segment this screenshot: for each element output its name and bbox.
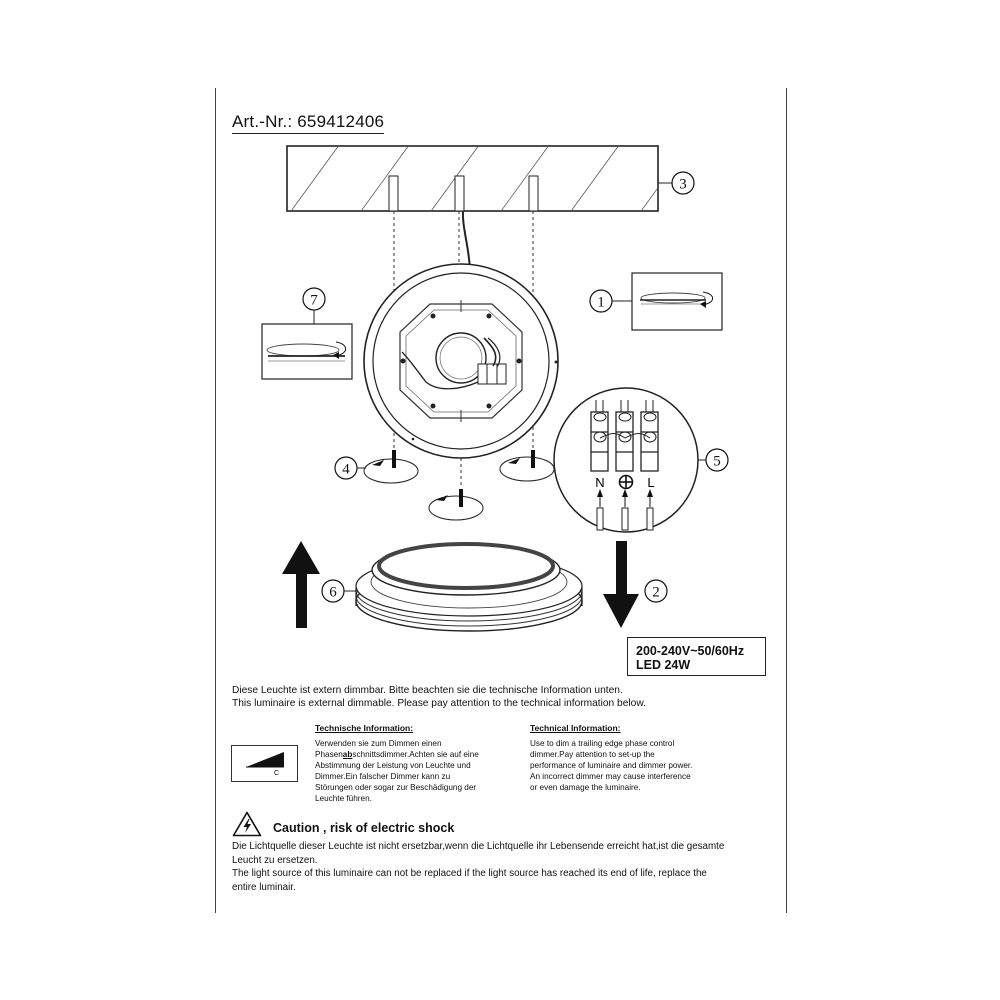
tech-info-en-heading: Technical Information: [530, 723, 621, 733]
arrow-down-icon [603, 541, 639, 628]
warning-electric-icon [232, 811, 262, 837]
step-2-number: 2 [652, 585, 660, 601]
spec-voltage: 200-240V~50/60Hz [636, 644, 745, 658]
dimmer-symbol-icon: C [231, 745, 298, 782]
intro-text: Diese Leuchte ist extern dimmbar. Bitte … [232, 684, 646, 710]
diffuser-ring [355, 542, 583, 632]
step-1-number: 1 [597, 295, 605, 311]
earth-ground-icon [618, 474, 634, 490]
caution-text: Die Lichtquelle dieser Leuchte ist nicht… [232, 841, 725, 893]
intro-en: This luminaire is external dimmable. Ple… [232, 698, 646, 709]
caution-title: Caution , risk of electric shock [273, 821, 455, 835]
step7-inset [261, 309, 353, 380]
step-3-number: 3 [679, 177, 687, 193]
step-5-number: 5 [713, 454, 721, 470]
spec-power: LED 24W [636, 658, 691, 672]
step1-inset [612, 272, 723, 331]
terminal-l-label: L [647, 475, 654, 490]
article-number: Art.-Nr.: 659412406 [232, 112, 385, 134]
spec-box: 200-240V~50/60Hz LED 24W [627, 637, 766, 676]
tech-info-de: Verwenden sie zum Dimmen einen Phasenabs… [315, 739, 479, 803]
wiring-detail: N L [553, 387, 706, 533]
dimmer-symbol-label: C [274, 770, 280, 777]
step-4-number: 4 [342, 462, 350, 478]
intro-de: Diese Leuchte ist extern dimmbar. Bitte … [232, 685, 623, 696]
ceiling-panel [286, 145, 659, 212]
base-plate [363, 263, 559, 459]
step-7-number: 7 [310, 293, 318, 309]
tech-info-en: Use to dim a trailing edge phase control… [530, 739, 693, 792]
page-border [215, 88, 787, 913]
tech-info-de-heading: Technische Information: [315, 723, 414, 733]
arrow-up-icon [282, 541, 320, 628]
terminal-n-label: N [595, 475, 604, 490]
screw-icons [363, 450, 555, 521]
step-6-number: 6 [329, 585, 337, 601]
